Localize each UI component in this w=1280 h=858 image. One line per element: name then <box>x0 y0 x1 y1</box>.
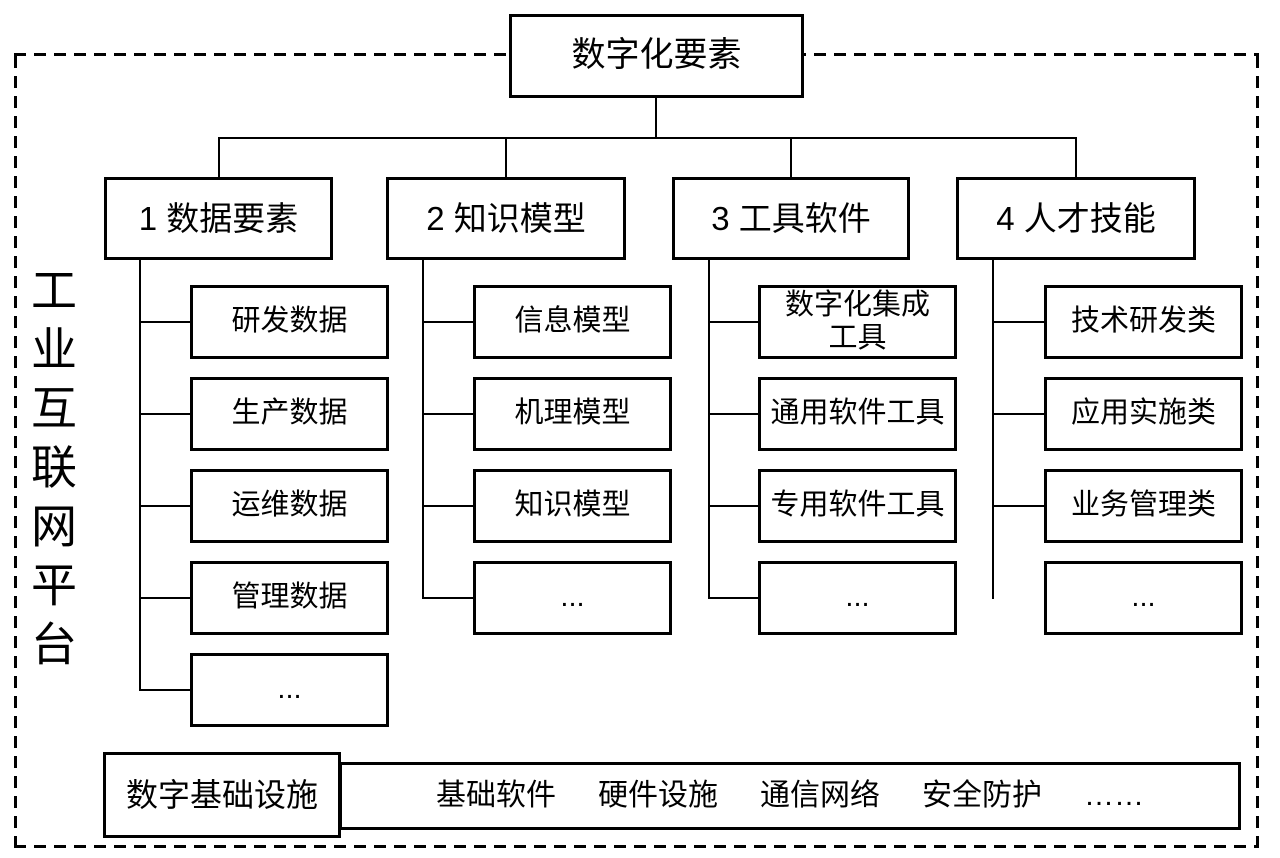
child-box-om-data: 运维数据 <box>190 469 389 543</box>
connector-spine-4 <box>992 259 994 599</box>
connector-root-vertical <box>655 97 657 139</box>
infrastructure-items-box: 基础软件 硬件设施 通信网络 安全防护 …… <box>339 762 1241 830</box>
connector-stub-1-1 <box>139 321 192 323</box>
branch-box-knowledge-models: 2 知识模型 <box>386 177 626 260</box>
connector-stub-3-1 <box>708 321 760 323</box>
connector-spine-1 <box>139 259 141 691</box>
child-box-digital-integration-tools: 数字化集成 工具 <box>758 285 957 359</box>
child-box-knowledge-model: 知识模型 <box>473 469 672 543</box>
connector-spine-2 <box>422 259 424 599</box>
connector-stub-1-4 <box>139 597 192 599</box>
connector-drop-4 <box>1075 137 1077 177</box>
infrastructure-item-basic-software: 基础软件 <box>436 778 556 812</box>
child-box-special-software-tools: 专用软件工具 <box>758 469 957 543</box>
child-box-mechanism-model: 机理模型 <box>473 377 672 451</box>
connector-drop-3 <box>790 137 792 177</box>
infrastructure-label-box: 数字基础设施 <box>103 752 341 838</box>
connector-stub-4-3 <box>992 505 1046 507</box>
connector-stub-3-3 <box>708 505 760 507</box>
branch-box-talent-skills: 4 人才技能 <box>956 177 1196 260</box>
child-box-tools-ellipsis: ... <box>758 561 957 635</box>
connector-spine-3 <box>708 259 710 599</box>
connector-stub-4-2 <box>992 413 1046 415</box>
connector-stub-1-2 <box>139 413 192 415</box>
root-box: 数字化要素 <box>509 14 804 98</box>
child-box-production-data: 生产数据 <box>190 377 389 451</box>
connector-stub-2-2 <box>422 413 475 415</box>
connector-drop-2 <box>505 137 507 177</box>
connector-stub-2-1 <box>422 321 475 323</box>
child-box-model-ellipsis: ... <box>473 561 672 635</box>
connector-stub-2-4 <box>422 597 475 599</box>
infrastructure-item-communication-network: 通信网络 <box>760 778 880 812</box>
child-box-management-data: 管理数据 <box>190 561 389 635</box>
connector-stub-1-3 <box>139 505 192 507</box>
child-box-application-category: 应用实施类 <box>1044 377 1243 451</box>
child-box-data-ellipsis: ... <box>190 653 389 727</box>
child-box-business-mgmt-category: 业务管理类 <box>1044 469 1243 543</box>
child-box-information-model: 信息模型 <box>473 285 672 359</box>
connector-drop-1 <box>218 137 220 177</box>
connector-stub-2-3 <box>422 505 475 507</box>
connector-branches-horizontal <box>218 137 1077 139</box>
branch-box-tool-software: 3 工具软件 <box>672 177 910 260</box>
connector-stub-3-4 <box>708 597 760 599</box>
child-box-skills-ellipsis: ... <box>1044 561 1243 635</box>
platform-label: 工业互联网平台 <box>25 266 77 679</box>
connector-stub-3-2 <box>708 413 760 415</box>
child-box-general-software-tools: 通用软件工具 <box>758 377 957 451</box>
infrastructure-item-ellipsis: …… <box>1084 778 1144 812</box>
connector-stub-1-5 <box>139 689 192 691</box>
child-box-rd-data: 研发数据 <box>190 285 389 359</box>
connector-stub-4-1 <box>992 321 1046 323</box>
infrastructure-item-security-protection: 安全防护 <box>922 778 1042 812</box>
infrastructure-item-hardware-facilities: 硬件设施 <box>598 778 718 812</box>
child-box-tech-rd-category: 技术研发类 <box>1044 285 1243 359</box>
branch-box-data-elements: 1 数据要素 <box>104 177 333 260</box>
